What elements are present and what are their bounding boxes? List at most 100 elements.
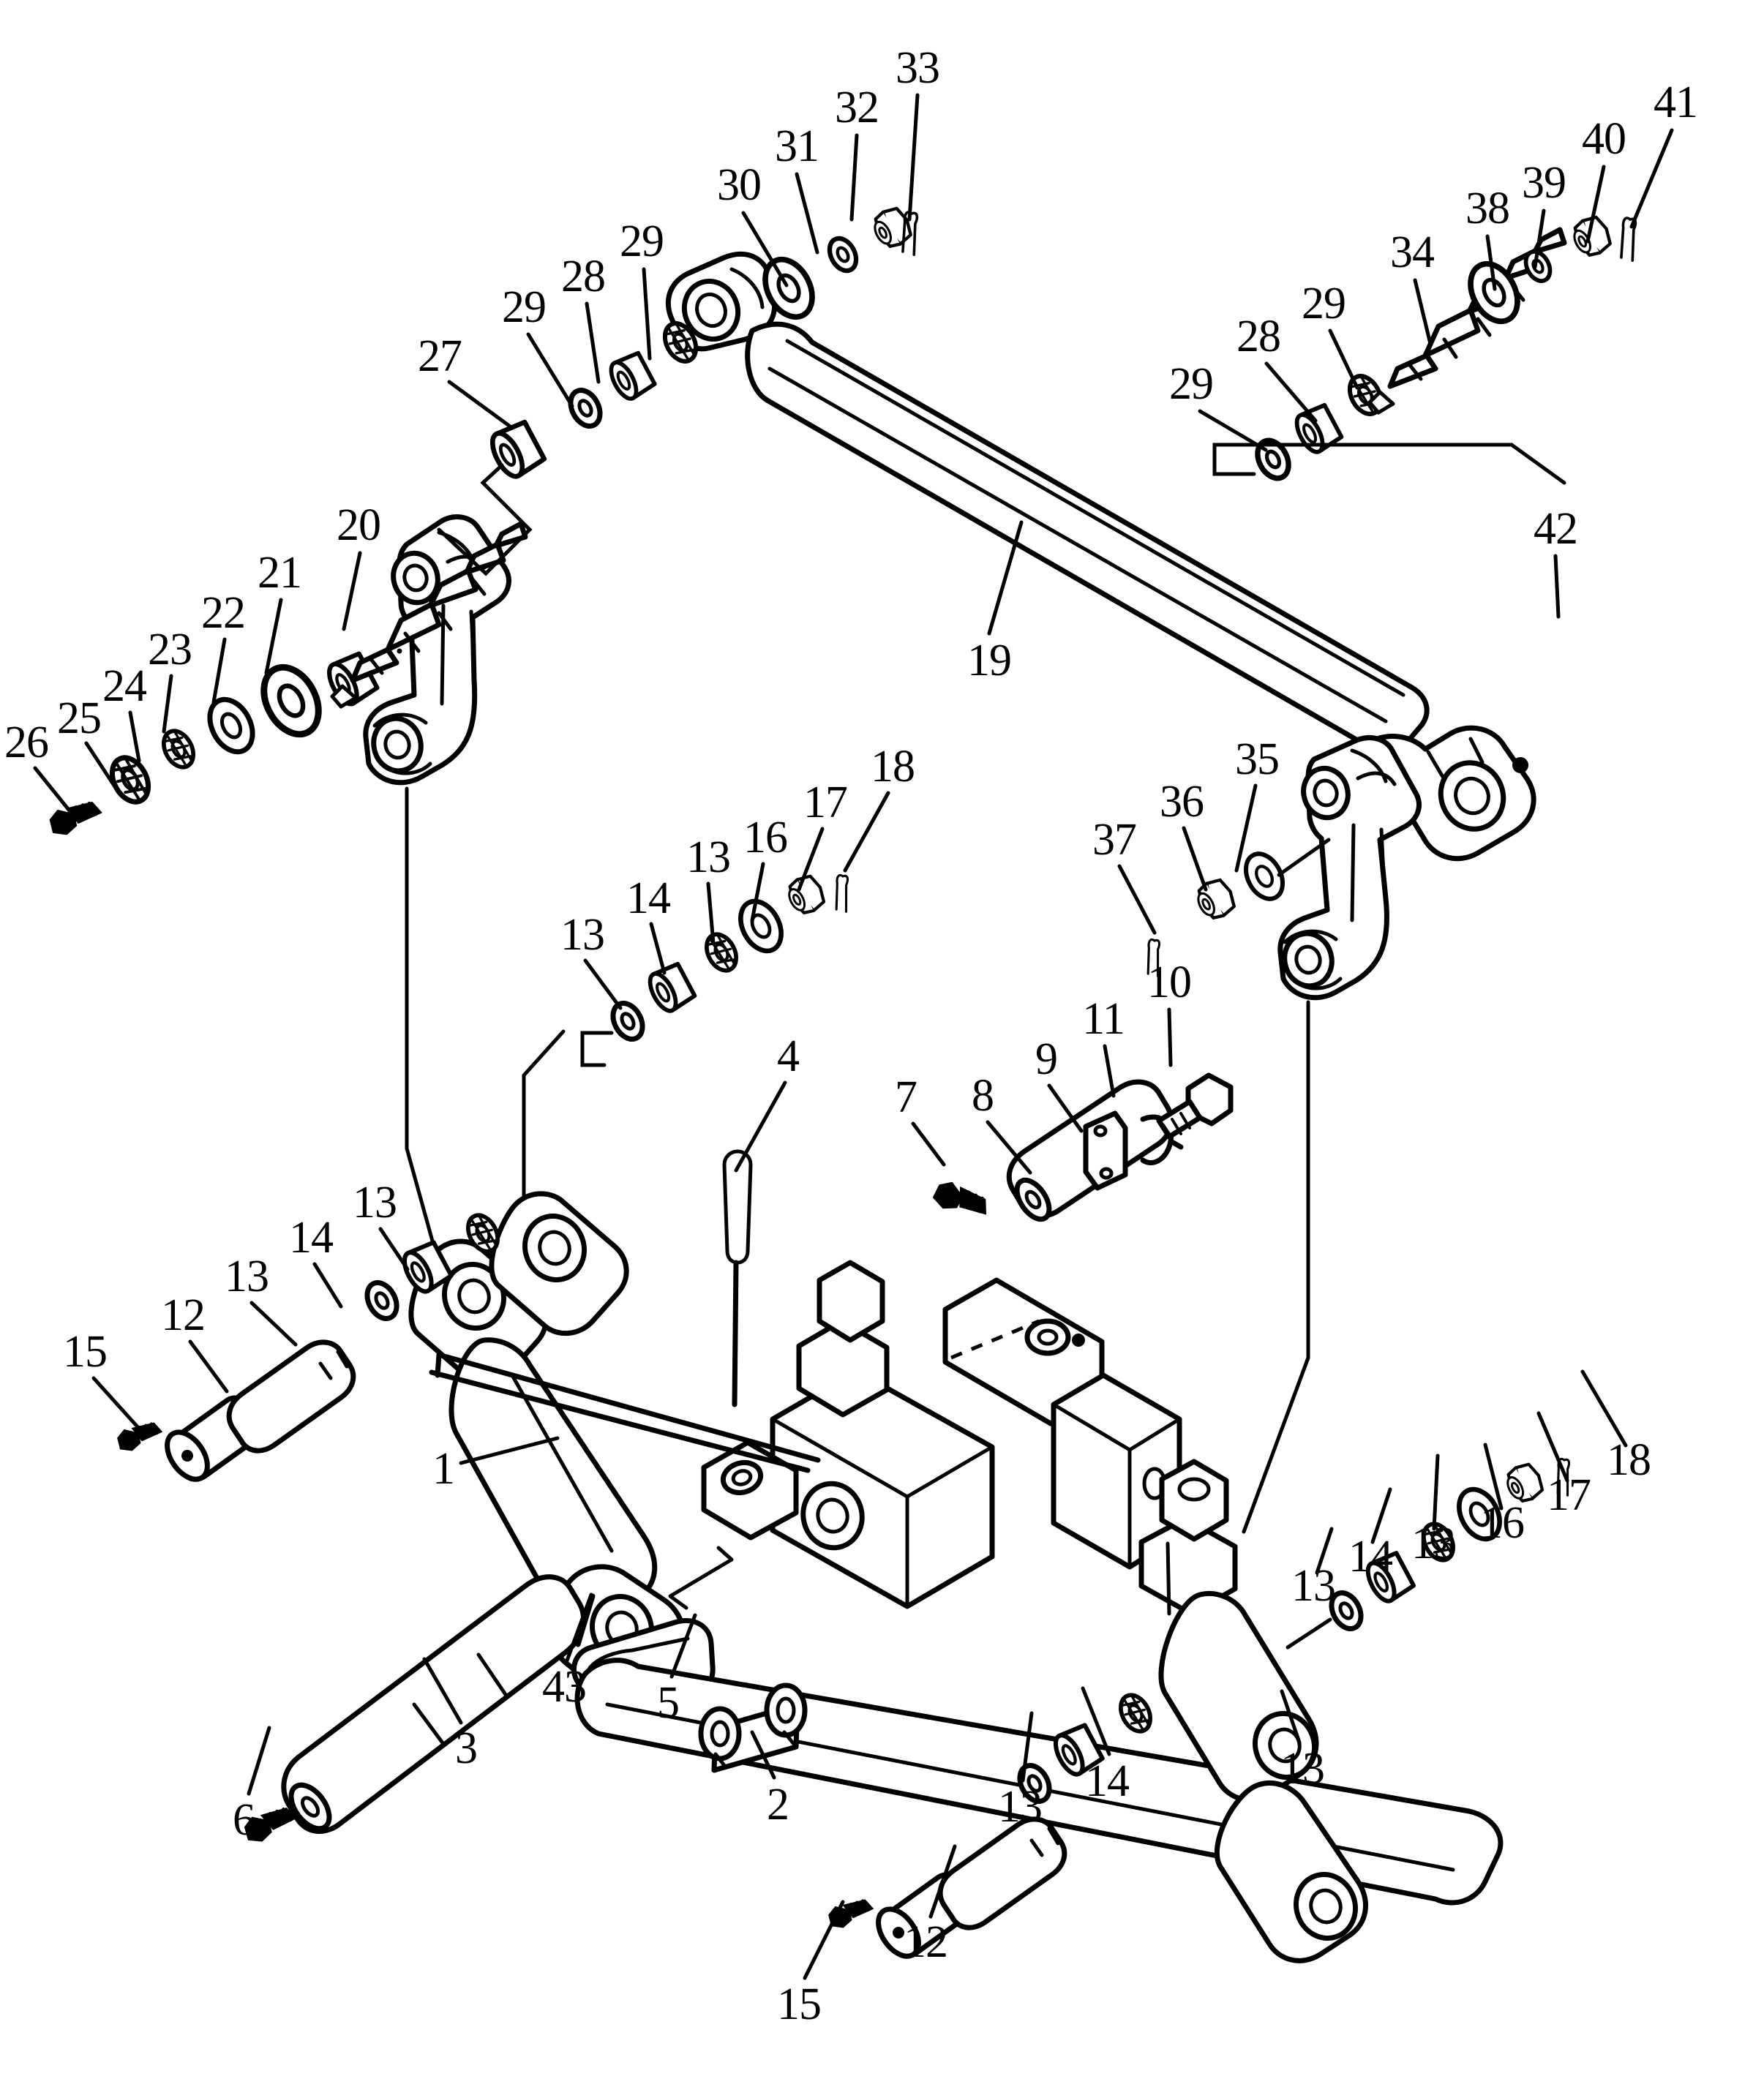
leader-line-11 [1103,1044,1116,1098]
leader-line-43 [565,1592,593,1663]
callout-label-43: 43 [542,1662,587,1712]
callout-label-13: 13 [353,1178,397,1227]
callout-label-27: 27 [418,331,462,381]
callout-label-14: 14 [1085,1756,1130,1806]
leader-line-22 [211,637,227,704]
callout-label-17: 17 [1547,1470,1591,1520]
leader-line-30 [741,211,789,287]
callout-label-13: 13 [686,832,731,882]
callout-label-21: 21 [258,548,302,598]
callout-label-7: 7 [895,1072,917,1122]
callout-label-15: 15 [777,1979,822,2029]
callout-label-13: 13 [1291,1561,1336,1611]
leader-line-13 [1432,1454,1440,1531]
leader-line-1 [459,1436,560,1465]
callout-label-15: 15 [63,1327,108,1377]
leader-line-18 [843,791,890,873]
leader-line-34 [1413,278,1433,346]
leader-line-5 [669,1613,697,1679]
callout-label-20: 20 [337,500,381,550]
callout-label-39: 39 [1522,158,1566,208]
leader-line-15 [91,1376,143,1432]
callout-label-17: 17 [803,778,848,827]
leader-line-13 [706,881,716,946]
callout-label-1: 1 [432,1444,455,1494]
leader-line-36 [1182,826,1208,892]
callout-label-41: 41 [1654,78,1698,127]
leader-line-14 [649,922,667,975]
leader-line-33 [907,93,920,222]
callout-label-10: 10 [1147,958,1192,1007]
leader-line-6 [247,1726,271,1796]
callout-label-12: 12 [904,1917,948,1967]
callout-label-4: 4 [777,1031,800,1081]
leader-line-29 [526,332,574,408]
callout-label-13: 13 [998,1782,1043,1832]
leader-line-40 [1585,165,1606,244]
callout-label-25: 25 [57,693,102,743]
callout-label-23: 23 [148,625,192,674]
callout-label-13: 13 [560,910,605,960]
callout-label-42: 42 [1534,504,1578,554]
callout-label-26: 26 [4,718,49,767]
leader-line-26 [33,766,74,816]
leader-line-16 [1483,1443,1504,1511]
leader-line-31 [795,172,819,255]
leader-line-18 [1580,1369,1628,1448]
leader-line-17 [797,827,825,892]
callout-label-29: 29 [502,282,547,332]
callout-label-6: 6 [233,1795,255,1845]
callout-label-28: 28 [1236,312,1281,361]
leader-line-38 [1485,234,1497,291]
leader-line-2 [750,1730,776,1780]
leader-line-41 [1629,128,1674,229]
callout-label-18: 18 [1607,1435,1651,1485]
callout-label-40: 40 [1582,114,1626,164]
callout-label-30: 30 [717,160,762,210]
callout-label-2: 2 [767,1780,789,1830]
callout-label-37: 37 [1092,815,1137,865]
callout-label-3: 3 [455,1723,478,1773]
leader-line-24 [128,710,141,763]
callout-label-28: 28 [561,252,606,301]
leader-line-39 [1533,208,1546,269]
callout-label-13: 13 [225,1252,269,1301]
callout-label-16: 16 [743,813,788,862]
callout-label-22: 22 [201,588,246,638]
leader-line-14 [1370,1487,1392,1544]
leader-line-9 [1047,1083,1084,1133]
callout-label-29: 29 [620,217,664,266]
callout-label-16: 16 [1480,1498,1525,1548]
leader-line-13 [1021,1711,1034,1783]
leader-line-16 [750,862,765,922]
callout-label-12: 12 [161,1290,206,1340]
leader-line-13 [249,1301,298,1347]
leader-line-8 [986,1120,1032,1175]
leader-line-15 [803,1900,845,1980]
callout-label-29: 29 [1302,279,1346,328]
leader-line-13 [1280,1689,1302,1745]
callout-label-18: 18 [871,742,915,791]
callout-label-35: 35 [1235,734,1280,784]
callout-label-14: 14 [1348,1532,1393,1582]
callout-label-5: 5 [657,1678,680,1728]
callout-label-14: 14 [289,1213,334,1263]
leader-line-42 [1553,554,1561,619]
callout-label-13: 13 [1280,1744,1325,1794]
leader-line-14 [312,1262,343,1309]
leader-line-10 [1167,1007,1173,1067]
callout-label-34: 34 [1390,227,1435,277]
leader-line-4 [734,1080,787,1173]
callout-label-19: 19 [967,636,1012,685]
leader-line-32 [849,133,859,222]
leader-line-27 [447,380,514,430]
leader-line-19 [987,520,1024,636]
leader-line-29 [1328,328,1359,390]
callout-label-36: 36 [1160,777,1204,827]
leader-line-23 [162,674,173,734]
leader-line-29 [642,267,652,361]
leader-line-17 [1536,1411,1569,1483]
leader-line-12 [188,1339,229,1394]
